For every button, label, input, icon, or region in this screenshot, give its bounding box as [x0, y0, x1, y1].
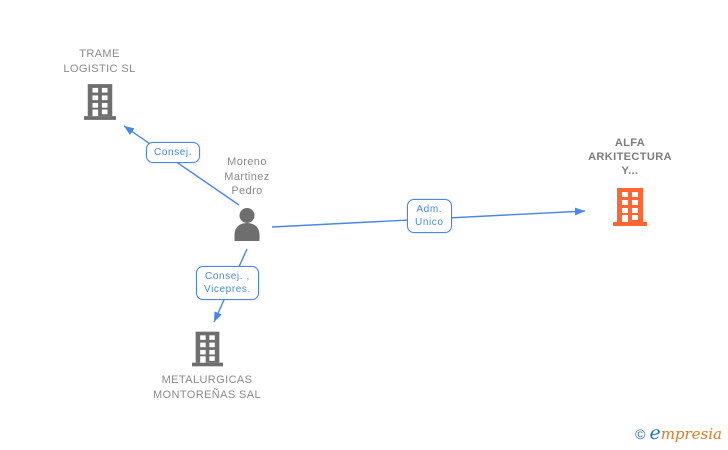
- company-node-alfa-arkitectura[interactable]: ALFA ARKITECTURA Y...: [558, 136, 702, 227]
- brand-initial: e: [649, 422, 661, 444]
- building-icon: [191, 331, 223, 367]
- person-name: Moreno Martinez Pedro: [224, 156, 270, 197]
- edge-label-consej: Consej.: [146, 142, 201, 163]
- company-node-trame[interactable]: TRAME LOGISTIC SL: [29, 47, 170, 120]
- company-name-trame: TRAME LOGISTIC SL: [63, 48, 136, 75]
- edge-label-consej-vicepres: Consej. , Vicepres.: [196, 266, 259, 300]
- company-name-alfa: ALFA ARKITECTURA Y...: [588, 137, 672, 177]
- company-name-metalurgicas: METALURGICAS MONTOREÑAS SAL: [152, 374, 262, 401]
- edge-label-adm-unico: Adm. Unico: [407, 199, 452, 233]
- person-node-moreno-martinez-pedro[interactable]: Moreno Martinez Pedro: [197, 155, 297, 241]
- company-node-metalurgicas[interactable]: METALURGICAS MONTOREÑAS SAL: [132, 331, 282, 403]
- edge-person-to-trame: [123, 125, 240, 206]
- building-icon: [613, 188, 647, 226]
- building-icon: [83, 84, 116, 120]
- copyright-icon: ©: [635, 426, 646, 442]
- person-icon: [234, 207, 260, 241]
- empresia-logo[interactable]: © e mpresia: [635, 424, 722, 443]
- brand-name: mpresia: [660, 425, 722, 443]
